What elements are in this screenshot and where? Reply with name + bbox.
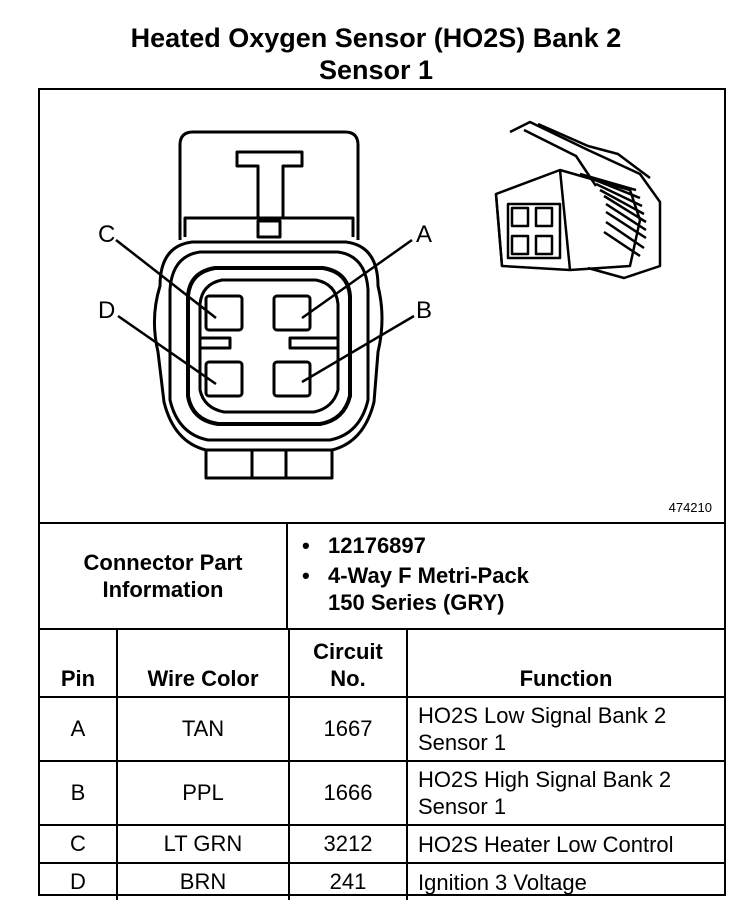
cell-function: HO2S Low Signal Bank 2 Sensor 1 <box>406 696 724 762</box>
connector-description-line-1: 4-Way F Metri-Pack <box>328 563 529 588</box>
cavity-c <box>204 294 244 332</box>
header-wire-color: Wire Color <box>116 628 290 698</box>
table-row: B PPL 1666 HO2S High Signal Bank 2 Senso… <box>40 760 724 826</box>
table-row: C LT GRN 3212 HO2S Heater Low Control <box>40 824 724 864</box>
connector-sheet: C A D B 474210 <box>38 88 726 900</box>
connector-info-values: • 12176897 • 4-Way F Metri-Pack 150 Seri… <box>302 532 529 619</box>
cavity-d <box>204 360 244 398</box>
connector-description-line-2: 150 Series (GRY) <box>328 590 505 615</box>
cell-function: Ignition 3 Voltage <box>406 862 724 900</box>
table-header-row: Pin Wire Color Circuit No. Function <box>40 628 724 698</box>
pinout-table: Pin Wire Color Circuit No. Function A TA… <box>40 628 724 900</box>
table-row: D BRN 241 Ignition 3 Voltage <box>40 862 724 900</box>
cell-function-line-2: Sensor 1 <box>418 794 507 819</box>
header-function: Function <box>406 628 724 698</box>
title-line-2: Sensor 1 <box>318 55 434 85</box>
header-pin: Pin <box>40 628 118 698</box>
part-number-item: • 12176897 <box>302 532 529 559</box>
header-circuit-line-2: No. <box>330 666 366 691</box>
table-row: A TAN 1667 HO2S Low Signal Bank 2 Sensor… <box>40 696 724 762</box>
cell-wire-color: TAN <box>116 696 290 762</box>
connector-part-info: Connector Part Information • 12176897 • … <box>40 522 724 630</box>
connector-description-item: • 4-Way F Metri-Pack 150 Series (GRY) <box>302 562 529 616</box>
connector-iso-drawing <box>494 120 662 280</box>
pin-label-c: C <box>98 221 115 248</box>
cell-pin: B <box>40 760 118 826</box>
figure-number: 474210 <box>668 500 712 515</box>
cell-wire-color: PPL <box>116 760 290 826</box>
header-circuit-line-1: Circuit <box>313 639 383 664</box>
connector-info-label-line-1: Connector Part <box>83 550 243 575</box>
header-circuit: Circuit No. <box>288 628 408 698</box>
latch-housing <box>178 130 360 240</box>
connector-info-label-line-2: Information <box>102 577 224 602</box>
cell-circuit: 3212 <box>288 824 408 864</box>
cell-pin: A <box>40 696 118 762</box>
connector-info-label: Connector Part Information <box>40 524 288 628</box>
bullet-icon: • <box>302 533 310 558</box>
page-title: Heated Oxygen Sensor (HO2S) Bank 2 Senso… <box>0 22 752 86</box>
cavity-a <box>272 294 312 332</box>
pin-label-b: B <box>416 297 432 324</box>
cell-circuit: 1667 <box>288 696 408 762</box>
cell-function: HO2S High Signal Bank 2 Sensor 1 <box>406 760 724 826</box>
pin-label-a: A <box>416 221 432 248</box>
cavity-b <box>272 360 312 398</box>
cell-function-line-1: HO2S Low Signal Bank 2 <box>418 703 667 728</box>
cell-function-line-1: HO2S High Signal Bank 2 <box>418 767 672 792</box>
cell-circuit: 1666 <box>288 760 408 826</box>
part-number: 12176897 <box>328 533 426 558</box>
cell-wire-color: BRN <box>116 862 290 900</box>
cell-wire-color: LT GRN <box>116 824 290 864</box>
pin-label-d: D <box>98 297 115 324</box>
cell-function-line-2: Sensor 1 <box>418 730 507 755</box>
latch-tab <box>235 150 304 220</box>
cell-function: HO2S Heater Low Control <box>406 824 724 864</box>
title-line-1: Heated Oxygen Sensor (HO2S) Bank 2 <box>130 23 622 53</box>
connector-diagram: C A D B 474210 <box>40 90 724 520</box>
cell-circuit: 241 <box>288 862 408 900</box>
cell-pin: C <box>40 824 118 864</box>
bullet-icon: • <box>302 563 310 588</box>
cell-pin: D <box>40 862 118 900</box>
connector-face-drawing: C A D B <box>98 120 662 480</box>
